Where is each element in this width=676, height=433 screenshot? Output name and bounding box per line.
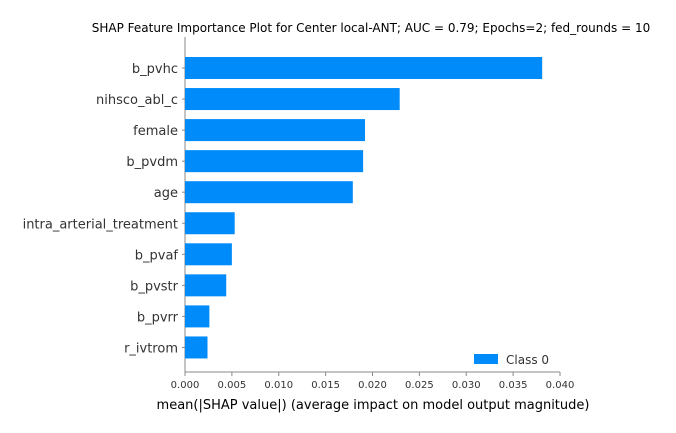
y-tick-label-b_pvstr: b_pvstr: [130, 279, 179, 294]
x-tick-label-0.030: 0.030: [452, 380, 481, 391]
x-tick-label-0.035: 0.035: [499, 380, 528, 391]
x-tick-label-0.010: 0.010: [264, 380, 293, 391]
y-tick-label-b_pvhc: b_pvhc: [132, 62, 178, 77]
y-tick-label-female: female: [133, 124, 178, 139]
x-axis-label: mean(|SHAP value|) (average impact on mo…: [157, 398, 590, 413]
bar-b_pvaf: [185, 243, 232, 266]
y-tick-label-r_ivtrom: r_ivtrom: [124, 341, 178, 356]
legend-swatch-class-0: [474, 354, 498, 364]
x-tick-label-0.005: 0.005: [218, 380, 247, 391]
bar-b_pvdm: [185, 150, 364, 173]
bar-b_pvhc: [185, 57, 543, 79]
bar-nihsco_abl_c: [185, 88, 400, 111]
y-tick-label-age: age: [154, 186, 178, 201]
chart-title: SHAP Feature Importance Plot for Center …: [92, 21, 650, 35]
bar-intra_arterial_treatment: [185, 212, 235, 235]
x-tick-label-0.040: 0.040: [546, 380, 575, 391]
bar-r_ivtrom: [185, 336, 208, 359]
bar-b_pvstr: [185, 274, 227, 297]
y-tick-label-nihsco_abl_c: nihsco_abl_c: [96, 93, 178, 108]
y-tick-label-b_pvrr: b_pvrr: [137, 310, 179, 325]
x-tick-label-0.000: 0.000: [171, 380, 200, 391]
legend-label-class-0: Class 0: [506, 353, 549, 367]
bar-b_pvrr: [185, 305, 210, 328]
x-tick-label-0.020: 0.020: [358, 380, 387, 391]
y-tick-label-b_pvaf: b_pvaf: [135, 248, 179, 263]
bar-female: [185, 119, 365, 142]
x-tick-label-0.025: 0.025: [405, 380, 434, 391]
legend: Class 0: [474, 353, 549, 367]
y-tick-label-intra_arterial_treatment: intra_arterial_treatment: [23, 217, 178, 232]
bar-age: [185, 181, 353, 204]
x-tick-label-0.015: 0.015: [311, 380, 340, 391]
y-tick-label-b_pvdm: b_pvdm: [126, 155, 178, 170]
